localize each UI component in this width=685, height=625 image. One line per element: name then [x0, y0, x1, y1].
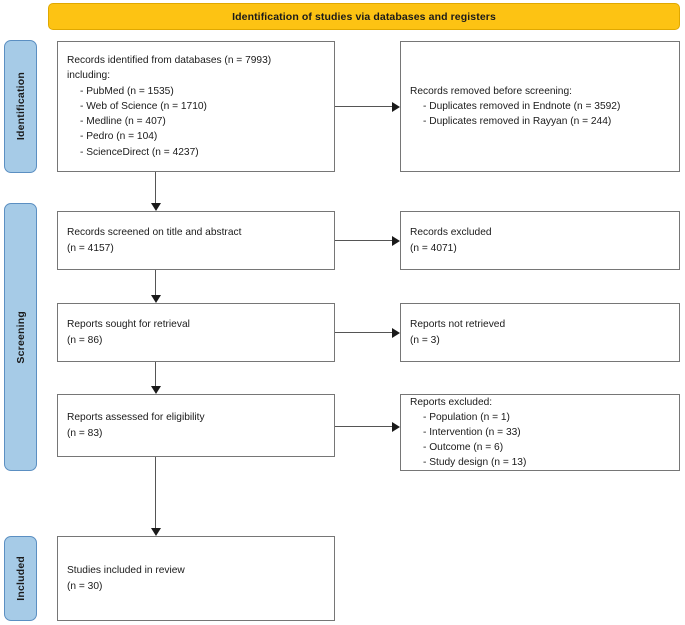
arrow-assessed-to-included	[151, 528, 161, 536]
records-identified-line1: Records identified from databases (n = 7…	[67, 55, 272, 67]
records-identified-line2: including:	[67, 70, 111, 82]
records-removed-item-0: - Duplicates removed in Endnote (n = 359…	[423, 100, 621, 112]
box-records-screened: Records screened on title and abstract (…	[57, 211, 335, 270]
box-reports-not-retrieved-body: Reports not retrieved (n = 3)	[401, 317, 679, 347]
records-identified-item-1: - Web of Science (n = 1710)	[80, 100, 207, 112]
box-records-excluded: Records excluded (n = 4071)	[400, 211, 680, 270]
arrow-screened-to-excluded	[392, 236, 400, 246]
diagram-banner: Identification of studies via databases …	[48, 3, 680, 30]
box-records-removed: Records removed before screening: - Dupl…	[400, 41, 680, 172]
reports-assessed-line1: Reports assessed for eligibility	[67, 412, 205, 424]
reports-excluded-item-1: - Intervention (n = 33)	[423, 426, 521, 438]
reports-not-retrieved-line2: (n = 3)	[410, 334, 440, 346]
box-studies-included: Studies included in review (n = 30)	[57, 536, 335, 621]
stage-screening-text: Screening	[14, 310, 27, 364]
stage-identification-text: Identification	[14, 72, 27, 141]
arrow-identified-to-screened	[151, 203, 161, 211]
box-reports-sought-body: Reports sought for retrieval (n = 86)	[58, 317, 334, 347]
connector-screened-to-sought	[155, 270, 156, 295]
records-identified-item-4: - ScienceDirect (n = 4237)	[80, 146, 199, 158]
arrow-sought-to-assessed	[151, 386, 161, 394]
box-studies-included-body: Studies included in review (n = 30)	[58, 563, 334, 593]
reports-excluded-line1: Reports excluded:	[410, 396, 493, 408]
connector-screened-to-excluded	[335, 240, 392, 241]
connector-identified-to-removed	[335, 106, 392, 107]
reports-assessed-line2: (n = 83)	[67, 427, 103, 439]
connector-sought-to-assessed	[155, 362, 156, 386]
arrow-assessed-to-excluded	[392, 422, 400, 432]
box-reports-excluded-body: Reports excluded: - Population (n = 1) -…	[401, 395, 679, 471]
connector-sought-to-not-retrieved	[335, 332, 392, 333]
box-reports-excluded: Reports excluded: - Population (n = 1) -…	[400, 394, 680, 471]
records-screened-line1: Records screened on title and abstract	[67, 227, 242, 239]
records-identified-item-2: - Medline (n = 407)	[80, 116, 166, 128]
box-records-identified: Records identified from databases (n = 7…	[57, 41, 335, 172]
box-reports-sought: Reports sought for retrieval (n = 86)	[57, 303, 335, 362]
records-identified-item-3: - Pedro (n = 104)	[80, 131, 158, 143]
connector-assessed-to-included	[155, 457, 156, 528]
box-records-screened-body: Records screened on title and abstract (…	[58, 225, 334, 255]
records-excluded-line2: (n = 4071)	[410, 242, 457, 254]
stage-included-text: Included	[14, 556, 27, 601]
reports-sought-line1: Reports sought for retrieval	[67, 319, 190, 331]
box-records-removed-body: Records removed before screening: - Dupl…	[401, 84, 679, 130]
reports-excluded-item-2: - Outcome (n = 6)	[423, 442, 504, 454]
studies-included-line1: Studies included in review	[67, 565, 185, 577]
arrow-identified-to-removed	[392, 102, 400, 112]
records-removed-item-1: - Duplicates removed in Rayyan (n = 244)	[423, 116, 612, 128]
studies-included-line2: (n = 30)	[67, 580, 103, 592]
records-screened-line2: (n = 4157)	[67, 242, 114, 254]
box-records-excluded-body: Records excluded (n = 4071)	[401, 225, 679, 255]
reports-excluded-item-3: - Study design (n = 13)	[423, 457, 527, 469]
arrow-screened-to-sought	[151, 295, 161, 303]
box-records-identified-body: Records identified from databases (n = 7…	[58, 53, 334, 159]
reports-sought-line2: (n = 86)	[67, 334, 103, 346]
box-reports-assessed-body: Reports assessed for eligibility (n = 83…	[58, 410, 334, 440]
box-reports-assessed: Reports assessed for eligibility (n = 83…	[57, 394, 335, 457]
records-removed-line1: Records removed before screening:	[410, 85, 572, 97]
box-reports-not-retrieved: Reports not retrieved (n = 3)	[400, 303, 680, 362]
banner-title: Identification of studies via databases …	[232, 10, 496, 23]
records-excluded-line1: Records excluded	[410, 227, 492, 239]
reports-not-retrieved-line1: Reports not retrieved	[410, 319, 506, 331]
records-identified-item-0: - PubMed (n = 1535)	[80, 85, 174, 97]
stage-label-screening: Screening	[4, 203, 37, 471]
stage-label-included: Included	[4, 536, 37, 621]
connector-identified-to-screened	[155, 172, 156, 203]
stage-label-identification: Identification	[4, 40, 37, 173]
connector-assessed-to-excluded	[335, 426, 392, 427]
arrow-sought-to-not-retrieved	[392, 328, 400, 338]
reports-excluded-item-0: - Population (n = 1)	[423, 411, 510, 423]
